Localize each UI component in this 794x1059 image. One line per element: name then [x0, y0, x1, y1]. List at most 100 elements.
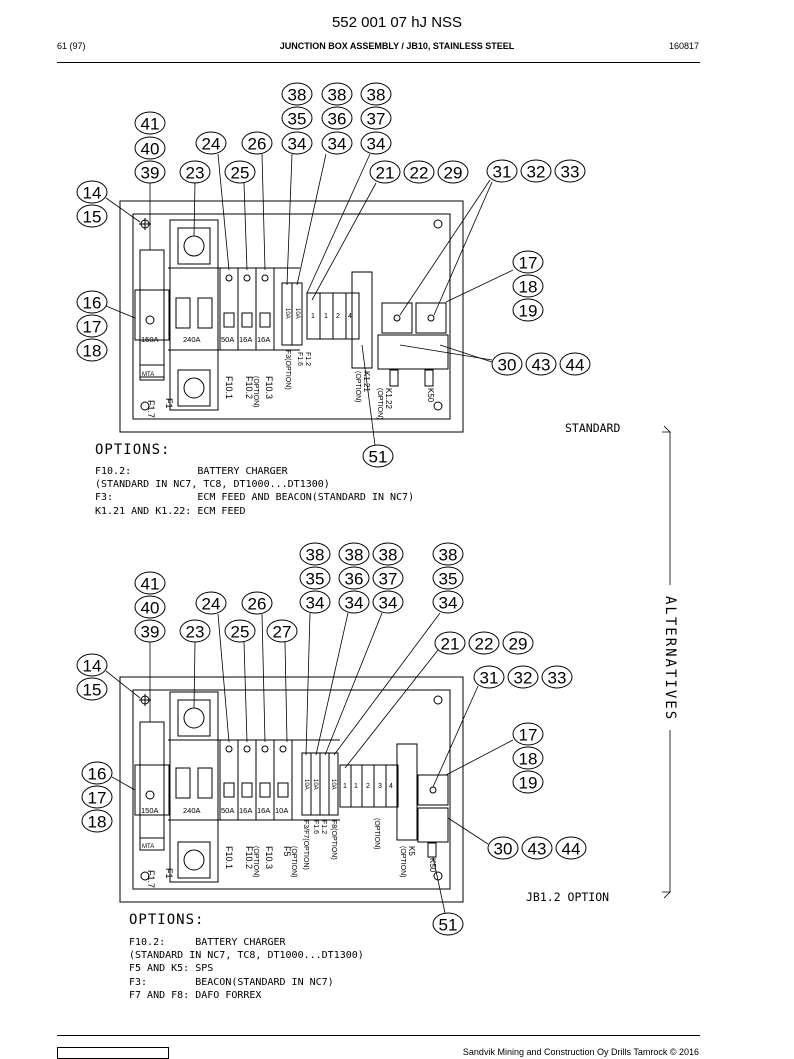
svg-text:18: 18 — [88, 813, 107, 832]
svg-text:16A: 16A — [239, 806, 252, 815]
svg-text:2: 2 — [336, 313, 340, 320]
svg-text:34: 34 — [306, 594, 325, 613]
option-line: F5 AND K5: SPS — [129, 963, 214, 974]
option-line: (STANDARD IN NC7, TC8, DT1000...DT1300) — [129, 950, 364, 961]
svg-text:36: 36 — [345, 570, 364, 589]
svg-text:17: 17 — [519, 726, 538, 745]
svg-text:(OPTION): (OPTION) — [354, 371, 361, 403]
svg-text:F1.2: F1.2 — [304, 352, 311, 366]
svg-text:31: 31 — [493, 163, 512, 182]
svg-text:29: 29 — [509, 635, 528, 654]
option-line: F10.2: BATTERY CHARGER — [129, 937, 286, 948]
svg-text:16A: 16A — [257, 806, 270, 815]
copyright-text: Sandvik Mining and Construction Oy Drill… — [462, 1047, 699, 1057]
svg-text:23: 23 — [186, 164, 205, 183]
svg-text:32: 32 — [514, 669, 533, 688]
svg-text:F1.7: F1.7 — [146, 870, 156, 888]
svg-text:37: 37 — [379, 570, 398, 589]
svg-text:34: 34 — [345, 594, 364, 613]
svg-text:29: 29 — [444, 164, 463, 183]
svg-text:150A: 150A — [141, 806, 159, 815]
svg-text:36: 36 — [328, 110, 347, 129]
svg-text:17: 17 — [88, 789, 107, 808]
svg-text:2: 2 — [366, 783, 370, 790]
svg-text:26: 26 — [248, 135, 267, 154]
svg-text:MTA: MTA — [142, 844, 154, 850]
svg-text:38: 38 — [345, 546, 364, 565]
svg-text:F3(OPTION): F3(OPTION) — [284, 350, 291, 390]
svg-text:34: 34 — [367, 135, 386, 154]
svg-text:10A: 10A — [312, 779, 318, 790]
svg-text:K50: K50 — [428, 858, 437, 873]
svg-text:F3/F7(OPTION): F3/F7(OPTION) — [302, 820, 309, 870]
svg-text:1: 1 — [311, 313, 315, 320]
svg-text:14: 14 — [83, 184, 102, 203]
svg-text:4: 4 — [348, 313, 352, 320]
svg-text:K1.21: K1.21 — [362, 371, 371, 392]
svg-text:24: 24 — [202, 595, 221, 614]
svg-text:34: 34 — [379, 594, 398, 613]
svg-text:F10.2: F10.2 — [244, 376, 254, 399]
svg-text:18: 18 — [83, 342, 102, 361]
option-line: F3: ECM FEED AND BEACON(STANDARD IN NC7) — [95, 492, 415, 503]
svg-text:19: 19 — [519, 774, 538, 793]
svg-text:50A: 50A — [221, 806, 234, 815]
svg-text:F5: F5 — [282, 846, 292, 857]
svg-text:34: 34 — [439, 594, 458, 613]
svg-text:14: 14 — [83, 657, 102, 676]
svg-text:39: 39 — [141, 164, 160, 183]
svg-text:18: 18 — [519, 750, 538, 769]
svg-text:50A: 50A — [221, 335, 234, 344]
svg-text:43: 43 — [532, 356, 551, 375]
svg-text:10A: 10A — [330, 779, 336, 790]
header-rule — [57, 62, 700, 63]
svg-text:19: 19 — [519, 302, 538, 321]
svg-text:35: 35 — [439, 570, 458, 589]
svg-text:38: 38 — [328, 86, 347, 105]
svg-text:1: 1 — [354, 783, 358, 790]
svg-text:15: 15 — [83, 208, 102, 227]
svg-text:10A: 10A — [275, 806, 288, 815]
svg-text:K5: K5 — [407, 846, 416, 856]
svg-text:44: 44 — [562, 840, 581, 859]
svg-text:(OPTION): (OPTION) — [399, 846, 406, 878]
svg-text:F1.6: F1.6 — [296, 352, 303, 366]
svg-text:30: 30 — [494, 840, 513, 859]
svg-text:F1: F1 — [164, 868, 174, 879]
svg-text:44: 44 — [566, 356, 585, 375]
svg-text:4: 4 — [389, 783, 393, 790]
svg-text:18: 18 — [519, 278, 538, 297]
alternatives-label: ALTERNATIVES — [662, 596, 678, 722]
svg-text:F10.3: F10.3 — [264, 376, 274, 399]
svg-text:33: 33 — [548, 669, 567, 688]
svg-text:40: 40 — [141, 140, 160, 159]
svg-text:38: 38 — [306, 546, 325, 565]
svg-text:10A: 10A — [294, 308, 300, 319]
svg-text:40: 40 — [141, 599, 160, 618]
standard-label: STANDARD — [565, 421, 621, 435]
svg-text:34: 34 — [328, 135, 347, 154]
svg-text:35: 35 — [288, 110, 307, 129]
svg-text:16A: 16A — [257, 335, 270, 344]
page-title: JUNCTION BOX ASSEMBLY / JB10, STAINLESS … — [279, 41, 515, 51]
svg-text:43: 43 — [528, 840, 547, 859]
svg-text:(OPTION): (OPTION) — [373, 818, 380, 850]
svg-text:38: 38 — [379, 546, 398, 565]
svg-text:K50: K50 — [426, 388, 435, 403]
svg-text:51: 51 — [369, 448, 388, 467]
option-line: F10.2: BATTERY CHARGER — [95, 466, 288, 477]
svg-text:33: 33 — [561, 163, 580, 182]
option-line: F3: BEACON(STANDARD IN NC7) — [129, 977, 334, 988]
svg-text:34: 34 — [288, 135, 307, 154]
svg-text:22: 22 — [410, 164, 429, 183]
svg-text:26: 26 — [248, 595, 267, 614]
svg-text:25: 25 — [231, 623, 250, 642]
page-number: 61 (97) — [57, 41, 86, 51]
svg-text:F8(OPTION): F8(OPTION) — [330, 820, 337, 860]
document-number: 552 001 07 hJ NSS — [331, 14, 463, 31]
svg-text:39: 39 — [141, 623, 160, 642]
svg-text:F1.6: F1.6 — [312, 820, 319, 834]
svg-text:32: 32 — [527, 163, 546, 182]
